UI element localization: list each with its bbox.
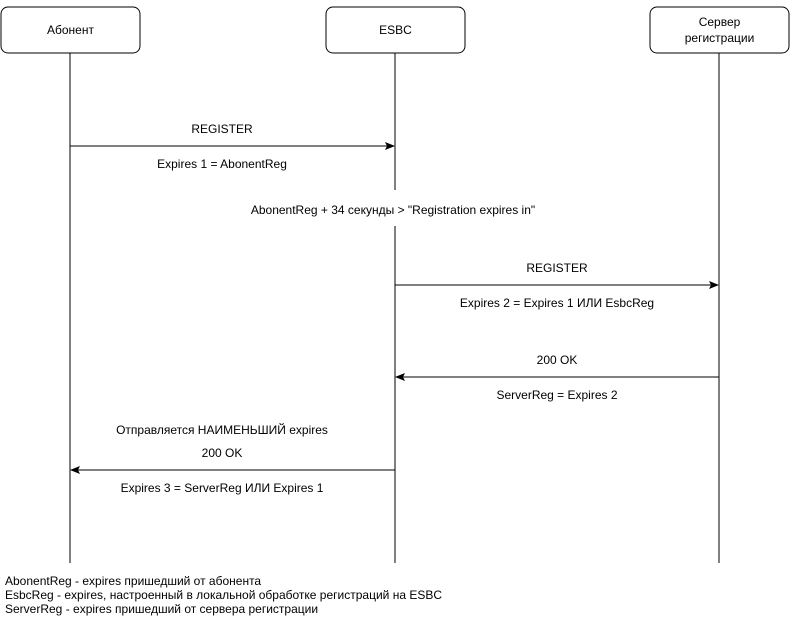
message-ok-from-server-label: 200 OK [537, 353, 578, 367]
participant-registrar-label-line1: Сервер [699, 15, 741, 29]
legend-item-esbcreg: EsbcReg - expires, настроенный в локальн… [5, 588, 443, 602]
esbc-timer-note: AbonentReg + 34 секунды > "Registration … [251, 203, 535, 217]
participant-esbc: ESBC [325, 6, 466, 54]
message-register-1-label: REGISTER [191, 122, 253, 136]
message-ok-to-subscriber-note: Expires 3 = ServerReg ИЛИ Expires 1 [121, 481, 324, 495]
participant-registrar: Сервер регистрации [649, 6, 790, 54]
participant-registrar-label-line2: регистрации [685, 31, 755, 45]
participant-subscriber-label: Абонент [47, 23, 94, 37]
message-ok-from-server-note: ServerReg = Expires 2 [496, 388, 617, 402]
legend-item-serverreg: ServerReg - expires пришедший от сервера… [5, 602, 319, 616]
message-register-2-note: Expires 2 = Expires 1 ИЛИ EsbcReg [460, 296, 654, 310]
participant-subscriber: Абонент [0, 6, 141, 54]
legend-item-abonentreg: AbonentReg - expires пришедший от абонен… [5, 574, 262, 588]
participant-esbc-label: ESBC [379, 23, 412, 37]
message-ok-to-subscriber-prelabel: Отправляется НАИМЕНЬШИЙ expires [116, 422, 328, 437]
legend: AbonentReg - expires пришедший от абонен… [5, 574, 442, 616]
message-register-2-label: REGISTER [526, 261, 588, 275]
message-ok-to-subscriber-label: 200 OK [202, 446, 243, 460]
message-register-1-note: Expires 1 = AbonentReg [157, 157, 287, 171]
